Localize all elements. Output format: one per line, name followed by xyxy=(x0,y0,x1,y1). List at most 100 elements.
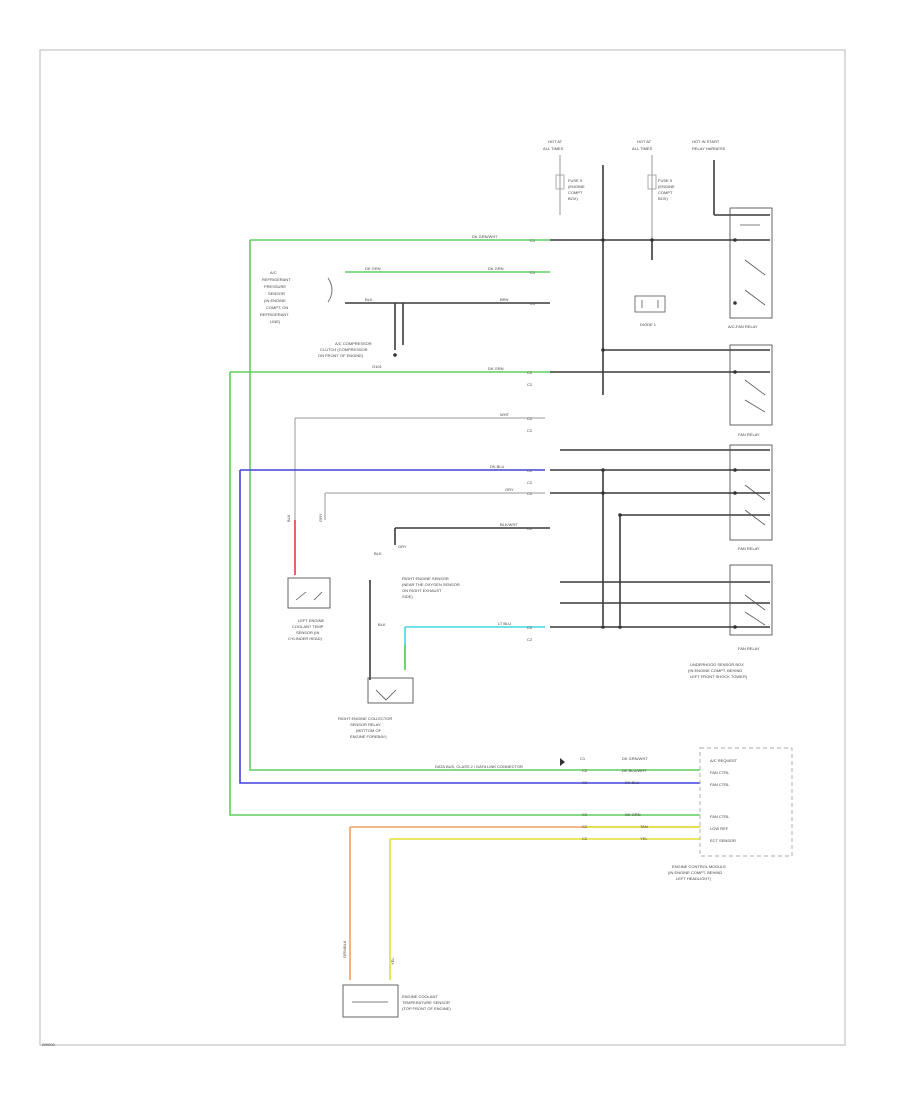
junction-dot xyxy=(601,625,605,629)
sensor-label: ON RIGHT EXHAUST xyxy=(402,588,442,593)
fuse-label: FUSE 9 xyxy=(658,178,673,183)
junction-dots xyxy=(601,238,737,629)
feed-label: RELAY HARNESS xyxy=(692,146,726,151)
sensor-label: (TOP FRONT OF ENGINE) xyxy=(402,1006,451,1011)
junction-dot xyxy=(733,491,737,495)
ecm-pin-label: FAN CTRL xyxy=(710,770,730,775)
sensor-box xyxy=(342,984,399,1018)
top-feed-2: HOT AT ALL TIMES xyxy=(632,139,653,151)
fuse-icon xyxy=(647,174,657,190)
wire-green-ecm xyxy=(229,372,700,816)
relay-4: FAN RELAY xyxy=(729,564,773,651)
junction-dot xyxy=(601,468,605,472)
sensor-label: COMPT, ON xyxy=(266,305,288,310)
fuse-1: FUSE 9 (ENGINE COMPT BOX) xyxy=(555,155,585,215)
diode-box xyxy=(634,295,666,313)
pin-label: ORN/BLK xyxy=(342,940,347,958)
relay-box xyxy=(729,207,773,319)
fuse-icon xyxy=(555,174,565,190)
caption-line: (IN ENGINE COMPT, BEHIND xyxy=(688,668,742,673)
top-feed-3: HOT IN START RELAY HARNESS xyxy=(692,139,726,151)
connector-label: C2 xyxy=(527,491,533,496)
fuse-label: COMPT xyxy=(568,190,583,195)
ecm-pin-label: LOW REF xyxy=(710,826,729,831)
fuse-label: (ENGINE xyxy=(658,184,675,189)
wire-label: GRY xyxy=(505,487,514,492)
sensor-label: (BOTTOM OF xyxy=(356,728,382,733)
sensor-pin-labels: BLK GRY BLK GRY BLK xyxy=(286,513,407,627)
compressor-node xyxy=(393,353,397,357)
junction-dot xyxy=(601,491,605,495)
right-engine-sensor: RIGHT ENGINE SENSOR (NEAR THE OXYGEN SEN… xyxy=(338,576,460,739)
connector-label: C2 xyxy=(527,625,533,630)
connector-label: C2 xyxy=(527,480,533,485)
ecm-pin-label: A/C REQUEST xyxy=(710,758,738,763)
wire-connectors: C1 C1 C1 C2 C2 C2 C2 C2 C2 C2 C2 C2 C2 xyxy=(527,238,536,642)
figure-id: W0000 xyxy=(42,1042,55,1047)
pin-label: BLK xyxy=(378,622,386,627)
connector-label: C1 xyxy=(530,238,536,243)
row-code: C2 xyxy=(582,812,588,817)
connector-label: C2 xyxy=(527,416,533,421)
relay-box xyxy=(729,344,773,426)
connector-label: C2 xyxy=(527,370,533,375)
connector-label: C2 xyxy=(527,526,533,531)
junction-dot xyxy=(733,238,737,242)
wire-blue-ecm xyxy=(239,470,700,784)
row-code: C1 xyxy=(580,756,586,761)
sensor-label: RIGHT ENGINE COLLECTOR xyxy=(338,716,392,721)
diode-1: DIODE 1 xyxy=(634,295,666,327)
relay-label: FAN RELAY xyxy=(738,546,760,551)
sensor-label: TEMPERATURE SENSOR xyxy=(402,1000,450,1005)
relay-contacts xyxy=(744,379,766,413)
fuse-label: COMPT xyxy=(658,190,673,195)
fuse-label: FUSE 9 xyxy=(568,178,583,183)
sensor-label: SENSOR (IN xyxy=(296,630,319,635)
ecm-pin-label: FAN CTRL xyxy=(710,782,730,787)
sensor-icon xyxy=(375,689,397,701)
ecm-bus-label: DATA BUS, CLASS 2 / DATA LINK CONNECTOR xyxy=(435,764,523,769)
sensor-label: CYLINDER HEAD) xyxy=(288,636,322,641)
junction-dot xyxy=(618,513,622,517)
relay-3: FAN RELAY xyxy=(729,444,773,551)
sensor-label: SIDE) xyxy=(402,594,413,599)
relay-contacts xyxy=(744,484,766,526)
ecm-caption: ENGINE CONTROL MODULE xyxy=(672,864,726,869)
wire-label: DK GRN xyxy=(488,366,504,371)
wire-label: DK BLU/WHT xyxy=(622,768,647,773)
junction-dot xyxy=(733,625,737,629)
junction-dot xyxy=(601,348,605,352)
row-code: C2 xyxy=(582,768,588,773)
ecm-caption: (IN ENGINE COMPT, BEHIND xyxy=(668,870,722,875)
sensor-label: LEFT ENGINE xyxy=(298,618,324,623)
bottom-coolant-sensor: ENGINE COOLANT TEMPERATURE SENSOR (TOP F… xyxy=(342,940,451,1018)
sensor-label: COOLANT TEMP xyxy=(292,624,324,629)
row-code: C2 xyxy=(582,836,588,841)
fuse-label: BOX) xyxy=(568,196,578,201)
pin-label: BLK xyxy=(374,551,382,556)
connector-label: C2 xyxy=(527,382,533,387)
wire-label: DK GRN/WHT xyxy=(472,234,498,239)
feed-label: HOT AT xyxy=(637,139,652,144)
sensor-label: (IN ENGINE xyxy=(264,298,286,303)
caption-line: UNDERHOOD SENSOR BOX xyxy=(690,662,744,667)
relay-2: FAN RELAY xyxy=(729,344,773,437)
caption-line: LEFT FRONT SHOCK TOWER) xyxy=(690,674,748,679)
wire-label: DK BLU xyxy=(625,780,640,785)
row-code: C2 xyxy=(582,780,588,785)
wire-label: DK GRN xyxy=(625,812,641,817)
ecm-row-codes: C1 C2 C2 C2 C2 C2 xyxy=(580,756,588,841)
sensor-label: PRESSURE xyxy=(264,284,286,289)
feed-label: ALL TIMES xyxy=(632,146,653,151)
junction-dot xyxy=(618,625,622,629)
wire-label: YEL xyxy=(640,836,648,841)
compressor-label: CLUTCH (COMPRESSOR xyxy=(320,347,368,352)
connector-label: C2 xyxy=(527,468,533,473)
wire-label: BRN xyxy=(500,297,509,302)
feed-label: HOT IN START xyxy=(692,139,720,144)
ecm-pin-label: ECT SENSOR xyxy=(710,838,736,843)
sensor-label: SENSOR RELAY xyxy=(350,722,381,727)
wire-label: DK BLU xyxy=(490,464,505,469)
wire-label: TAN xyxy=(640,824,648,829)
